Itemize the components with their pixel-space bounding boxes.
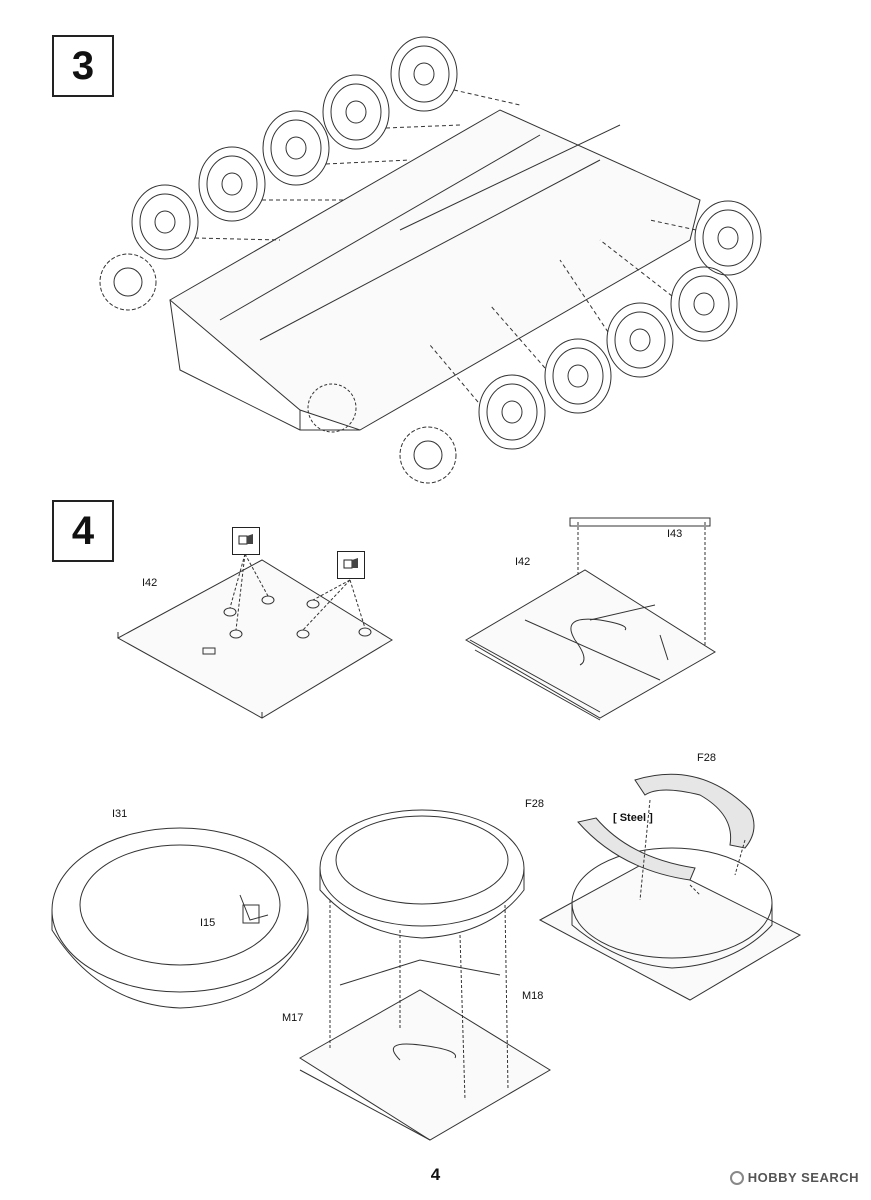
glue-icon [232, 527, 260, 555]
part-label-i15: I15 [200, 917, 216, 929]
material-label-steel: [ Steel ] [613, 812, 653, 824]
step-number-label: 4 [71, 508, 95, 553]
part-label-m17: M17 [282, 1012, 304, 1024]
page-number: 4 [430, 1165, 441, 1184]
hobby-search-watermark: HOBBY SEARCH [729, 1170, 859, 1185]
watermark-text: HOBBY SEARCH [747, 1170, 859, 1185]
part-label-i42: I42 [515, 556, 531, 568]
step-4-number: 4 [52, 500, 114, 562]
step-number-label: 3 [71, 43, 95, 88]
logo-icon [729, 1170, 744, 1185]
part-label-i31: I31 [112, 808, 128, 820]
glue-icon [337, 551, 365, 579]
part-label-i42: I42 [142, 577, 158, 589]
part-label-m18: M18 [522, 990, 544, 1002]
part-label-f28: F28 [525, 798, 544, 810]
step-3-number: 3 [52, 35, 114, 97]
part-label-i43: I43 [667, 528, 683, 540]
part-label-f28: F28 [697, 752, 716, 764]
